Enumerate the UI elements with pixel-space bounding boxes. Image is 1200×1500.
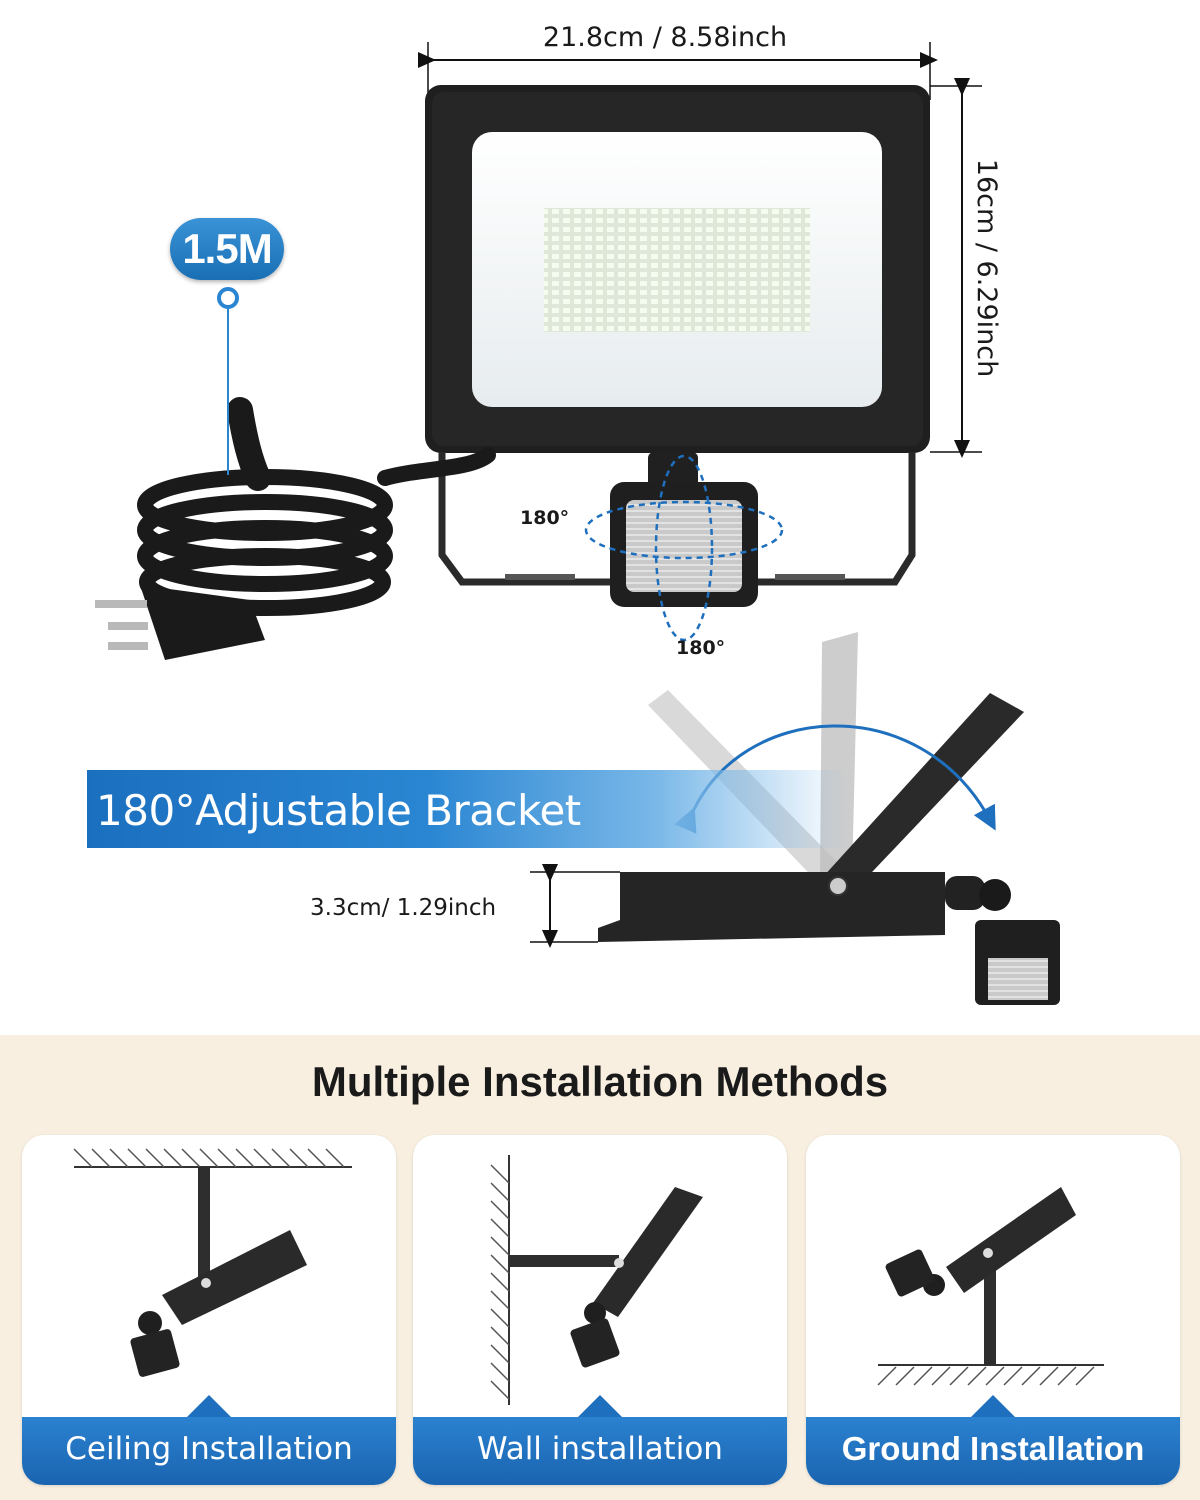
wall-installation-label: Wall installation [477,1431,723,1467]
ceiling-mount-illustration [73,1148,352,1377]
badge-pointer [217,287,239,475]
sensor-rotation-arrows [584,454,784,642]
power-cord [137,397,496,616]
bracket-banner-text: 180°Adjustable Bracket [96,786,581,835]
wall-mount-illustration [490,1155,703,1405]
cable-length-badge: 1.5M [170,218,284,280]
wall-pointer-icon [578,1395,622,1417]
ground-pointer-icon [971,1395,1015,1417]
bracket-banner [87,770,847,848]
ceiling-pointer-icon [187,1395,231,1417]
ground-label-bar [806,1417,1180,1485]
motion-sensor [610,452,758,607]
wall-label-bar [413,1417,787,1485]
ground-installation-card: Ground Installation [806,1135,1180,1485]
installation-title: Multiple Installation Methods [311,1058,889,1105]
power-plug [95,585,265,660]
depth-dimension-label: 3.3cm/ 1.29inch [310,895,497,921]
floodlight-front [425,85,930,453]
horizontal-rotation-label: 180° [520,507,570,529]
ground-mount-illustration [877,1187,1104,1386]
wall-installation-card: Wall installation [413,1135,787,1485]
floodlight-side-view [598,872,1060,1005]
ceiling-installation-label: Ceiling Installation [65,1431,353,1467]
depth-dimension-line [530,864,620,948]
width-dimension-label: 21.8cm / 8.58inch [542,22,788,53]
width-dimension-line [418,42,938,100]
ceiling-installation-card: Ceiling Installation [22,1135,396,1485]
ground-installation-label: Ground Installation [841,1430,1145,1467]
bracket-rotation-illustration [648,632,1024,890]
vertical-rotation-label: 180° [676,637,726,659]
product-illustration [95,42,1060,1005]
height-dimension-line [930,78,982,458]
height-dimension-label: 16cm / 6.29inch [971,158,1002,378]
ceiling-label-bar [22,1417,396,1485]
